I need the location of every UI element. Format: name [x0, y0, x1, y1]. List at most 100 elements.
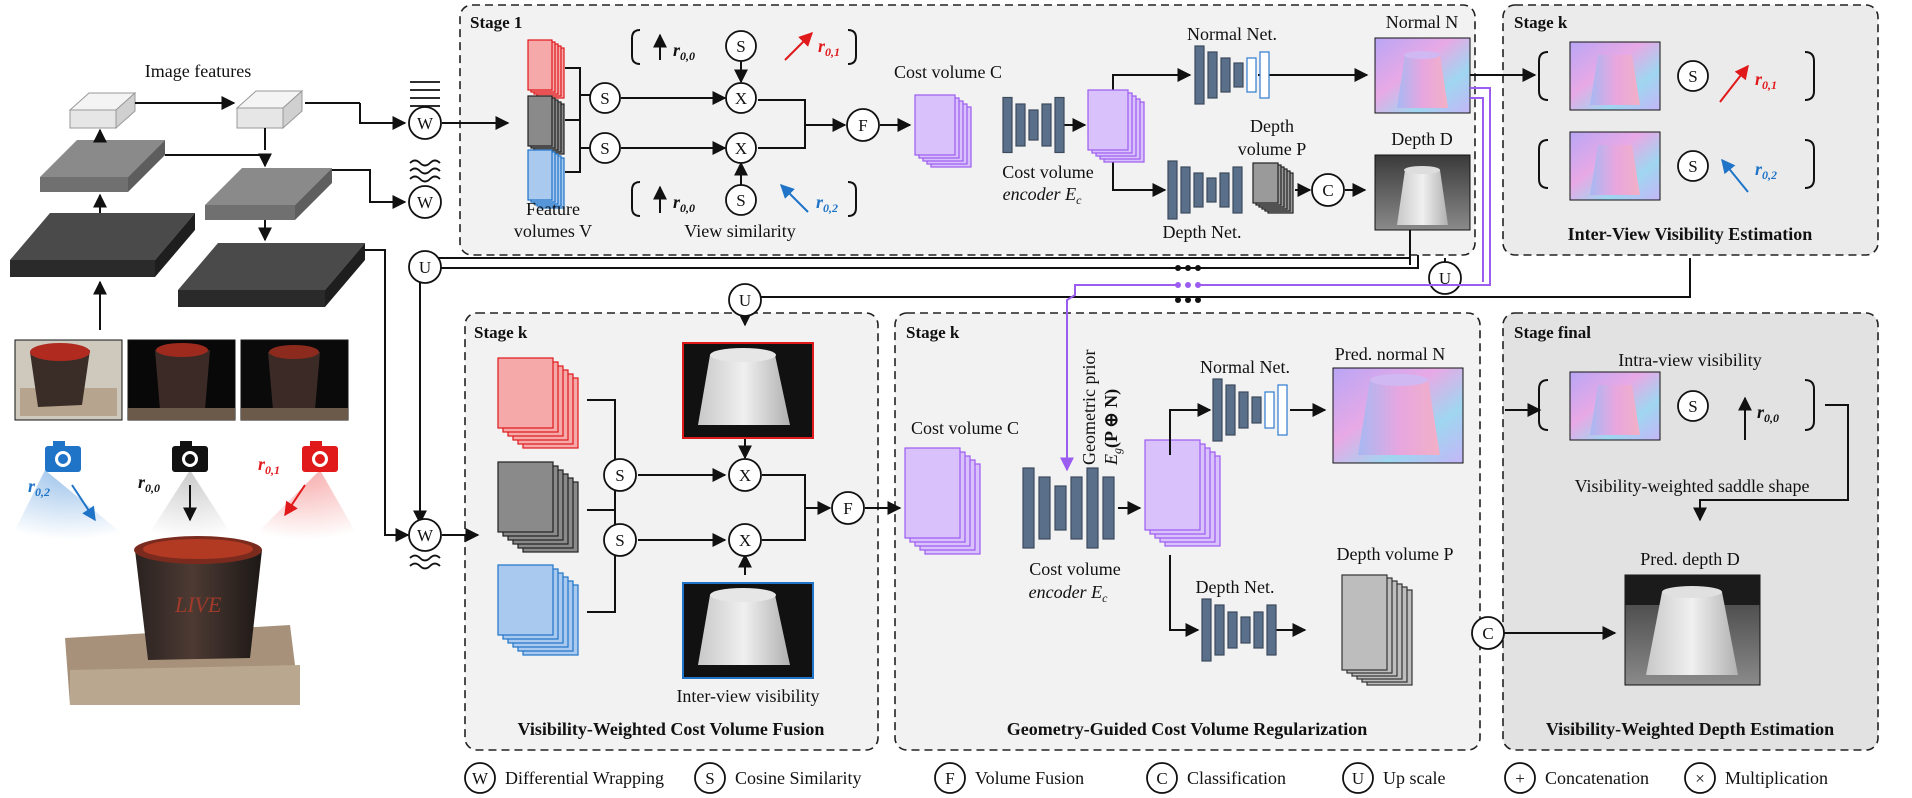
legend-symbol: × — [1684, 762, 1716, 794]
svg-text:C: C — [1322, 181, 1333, 200]
mult-kb: X — [728, 523, 762, 557]
svg-text:F: F — [945, 769, 954, 788]
stage1-depth-volume — [1252, 162, 1294, 214]
view-similarity-label: View similarity — [684, 221, 795, 241]
stagek-reg-title: Stage k — [906, 323, 960, 342]
stage1-cost-volume — [914, 94, 972, 168]
reg-regularized-volume — [1144, 439, 1221, 547]
depth-k-layer — [1266, 604, 1277, 656]
legend-symbol: S — [694, 762, 726, 794]
depth-vol-s1-sheet — [1252, 162, 1279, 204]
legend-label: Volume Fusion — [975, 768, 1084, 788]
cos-sim-top1: S — [1677, 60, 1709, 92]
normal-k-layer — [1251, 396, 1262, 424]
normal-s1-layer — [1220, 57, 1231, 93]
reg-encoder-label-2: encoder Ec — [1029, 582, 1108, 605]
svg-text:S: S — [600, 89, 609, 108]
reg-depth-volume-label: Depth volume P — [1337, 544, 1454, 564]
svg-text:W: W — [472, 769, 489, 788]
classify-k: C — [1471, 616, 1505, 650]
ellipsis-dots — [1175, 265, 1201, 303]
svg-text:X: X — [739, 466, 751, 485]
normal-k-layer — [1212, 378, 1223, 442]
purple-links — [1060, 87, 1491, 472]
camera-red-icon — [250, 441, 360, 540]
normal-s1-layer — [1233, 62, 1244, 88]
reg-pred-normal-image — [1332, 367, 1464, 464]
depth-k-layer — [1214, 604, 1225, 656]
legend-label: Cosine Similarity — [735, 768, 862, 788]
normal-s1-layer — [1207, 51, 1218, 99]
cost-vol-k-sheet — [904, 447, 961, 539]
svg-text:S: S — [615, 531, 624, 550]
depth-s1-layer — [1180, 166, 1191, 214]
upscale-mid: U — [728, 283, 762, 317]
fusion-k: F — [831, 491, 865, 525]
svg-text:U: U — [419, 258, 431, 277]
view-label-02: r0,2 — [28, 476, 50, 499]
reg-lines — [1118, 403, 1617, 640]
upscale-left: U — [408, 250, 442, 284]
legend-item: S Cosine Similarity — [694, 762, 862, 794]
feature-pyramid-left — [10, 91, 195, 277]
enc-s1-layer — [1028, 109, 1039, 141]
legend-item: W Differential Wrapping — [464, 762, 664, 794]
cos-sim-kb: S — [603, 523, 637, 557]
pyramid-arrows — [93, 96, 410, 542]
svg-text:r0,1: r0,1 — [1755, 69, 1777, 92]
reg-pred-normal-label: Pred. normal N — [1335, 344, 1445, 364]
feature-volume-blue — [527, 149, 565, 209]
legend-label: Classification — [1187, 768, 1286, 788]
similarity-bracket-bottom: r0,0 r0,2 — [631, 181, 857, 217]
svg-text:F: F — [843, 499, 852, 518]
svg-text:U: U — [1439, 269, 1451, 288]
svg-text:r0,0: r0,0 — [673, 40, 695, 63]
warp-symbols — [409, 81, 441, 570]
cos-sim-s1b: S — [589, 132, 621, 164]
object-photo: LIVE — [65, 536, 300, 705]
stage1-normal-net — [1194, 45, 1270, 105]
legend-item: F Volume Fusion — [934, 762, 1084, 794]
reg-vol-k-sheet — [1144, 439, 1201, 531]
warp-s1b: W — [408, 185, 442, 219]
stage1-depth-volume-label-1: Depth — [1250, 116, 1294, 136]
depth-k-layer — [1201, 598, 1212, 662]
reg-depth-net — [1201, 598, 1277, 662]
intra-view-row: r0,0 S — [1538, 371, 1815, 441]
legend-label: Up scale — [1383, 768, 1445, 788]
legend-item: ×Multiplication — [1684, 762, 1828, 794]
stage1-depth-net — [1167, 160, 1243, 220]
svg-text:F: F — [858, 116, 867, 135]
svg-text:Geometric prior: Geometric prior — [1079, 350, 1099, 465]
normal-k-layer — [1225, 384, 1236, 436]
svg-text:r0,2: r0,2 — [1755, 159, 1777, 182]
pred-depth-label: Pred. depth D — [1640, 549, 1739, 569]
fusion-volumes: S S X X F — [497, 357, 865, 656]
pred-depth-image — [1624, 574, 1761, 686]
stagek-top-title: Stage k — [1514, 13, 1568, 32]
classify-s1: C — [1311, 173, 1345, 207]
enc-s1-layer — [1015, 103, 1026, 147]
reg-caption: Geometry-Guided Cost Volume Regularizati… — [1007, 719, 1367, 739]
fusion-gray-sheet — [497, 461, 554, 533]
camera-black-icon — [145, 441, 235, 540]
stage-final-title: Stage final — [1514, 323, 1591, 342]
cos-sim-ka: S — [603, 458, 637, 492]
legend-label: Concatenation — [1545, 768, 1649, 788]
svg-text:S: S — [705, 769, 714, 788]
legend-label: Differential Wrapping — [505, 768, 664, 788]
depth-s1-layer — [1219, 172, 1230, 208]
reg-cost-volume — [904, 447, 981, 555]
legend-symbol: C — [1146, 762, 1178, 794]
svg-text:U: U — [739, 291, 751, 310]
enc-s1-layer — [1041, 103, 1052, 147]
geometric-prior-label: Geometric prior Eg(P ⊕ N) — [1079, 350, 1124, 466]
svg-text:×: × — [1695, 769, 1705, 788]
feature-red-sheet — [527, 39, 553, 91]
feature-pyramid-right — [178, 89, 365, 307]
input-image-1 — [14, 339, 123, 421]
svg-text:W: W — [417, 114, 434, 133]
svg-text:S: S — [736, 37, 745, 56]
svg-text:U: U — [1352, 769, 1364, 788]
fusion-red-sheet — [497, 357, 554, 429]
